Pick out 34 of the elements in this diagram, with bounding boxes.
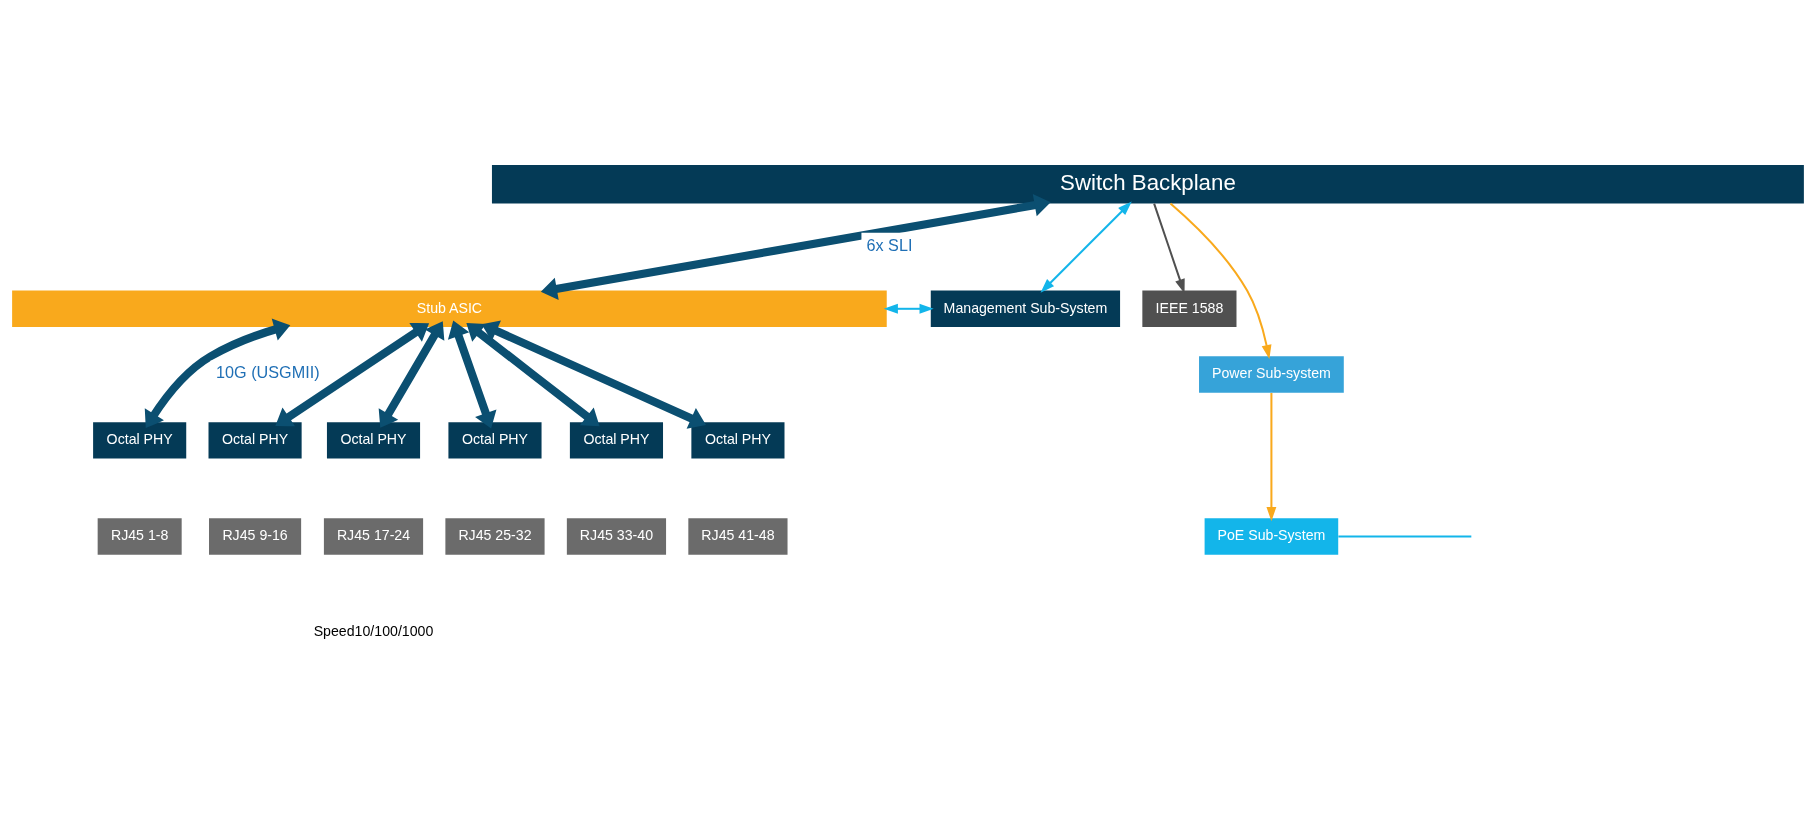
node-box: RJ45 33-40 xyxy=(566,518,667,555)
node-box: RJ45 1-8 xyxy=(97,518,182,555)
node-box: IEEE 1588 xyxy=(1142,290,1237,327)
arrow xyxy=(1266,393,1277,522)
node-box: RJ45 17-24 xyxy=(323,518,424,555)
edge-label: 6x SLI xyxy=(866,235,913,254)
node-box: Switch Backplane xyxy=(491,165,1804,204)
node-box: Power Sub-system xyxy=(1199,356,1344,393)
node-box: Octal PHY xyxy=(691,422,785,459)
node-box: Octal PHY xyxy=(208,422,302,459)
label: Speed10/100/1000 xyxy=(313,623,434,640)
arrow xyxy=(883,303,934,314)
arrow xyxy=(1153,203,1185,294)
arrow xyxy=(1040,201,1132,293)
arrow xyxy=(540,194,1051,301)
node-box: RJ45 41-48 xyxy=(688,518,788,555)
node-box: Octal PHY xyxy=(93,422,187,459)
node-box: Management Sub-System xyxy=(930,290,1121,327)
arrow xyxy=(481,320,706,429)
edge-label: 10G (USGMII) xyxy=(216,363,320,382)
node-box: Octal PHY xyxy=(326,422,421,459)
arrow xyxy=(447,320,497,429)
arrow xyxy=(275,322,430,427)
node-box: Stub ASIC xyxy=(12,290,887,327)
node-box: Octal PHY xyxy=(448,422,542,459)
arrow xyxy=(466,322,600,427)
arrow xyxy=(378,321,445,428)
node-box: Octal PHY xyxy=(569,422,663,459)
node-box: PoE Sub-System xyxy=(1204,518,1339,555)
node-box: RJ45 9-16 xyxy=(209,518,302,555)
arrow xyxy=(144,318,291,428)
arrow xyxy=(1169,202,1272,360)
node-box: RJ45 25-32 xyxy=(445,518,545,555)
connector xyxy=(1338,535,1472,538)
